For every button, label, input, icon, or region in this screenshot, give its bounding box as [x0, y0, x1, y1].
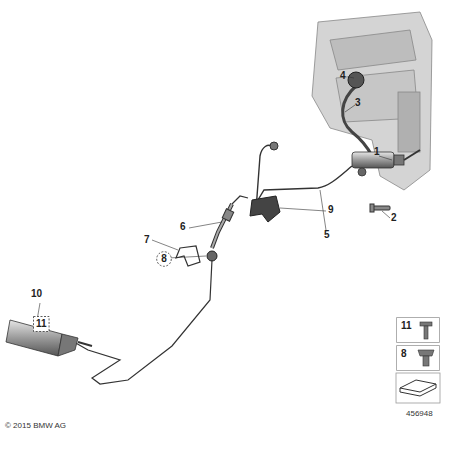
callout-number: 6 — [180, 222, 186, 232]
callout-number: 11 — [401, 321, 440, 331]
reservoir-hose — [343, 86, 372, 156]
bracket — [250, 196, 280, 222]
callout-number: 4 — [340, 71, 346, 81]
callout-frame: 11 — [33, 316, 50, 332]
grommet — [207, 251, 217, 261]
callout-number: 3 — [355, 98, 361, 108]
callout-number: 5 — [324, 230, 330, 240]
callout-number: 10 — [31, 289, 42, 299]
reservoir-cap — [348, 72, 364, 88]
callout-frame: 8 — [156, 251, 172, 267]
grommet — [270, 142, 278, 150]
callout-number: 8 — [401, 349, 440, 359]
copyright-note: © 2015 BMW AG — [5, 422, 66, 430]
pipe — [74, 260, 212, 384]
callout-number: 2 — [391, 213, 397, 223]
clutch-hose — [212, 196, 248, 248]
clutch-master-cylinder — [352, 150, 420, 176]
callout-number: 7 — [144, 235, 150, 245]
callout-number: 9 — [328, 205, 334, 215]
pedal-box — [312, 12, 432, 190]
leader-line — [36, 77, 392, 326]
legend-box — [396, 373, 440, 403]
callout-number: 1 — [374, 147, 380, 157]
callout-number: 11 — [36, 319, 47, 329]
sheet-icon — [400, 384, 436, 396]
diagram-number: 456948 — [406, 410, 433, 418]
hose-holder — [176, 246, 200, 266]
legend-box: 8 — [396, 345, 440, 371]
retaining-pin — [370, 204, 390, 212]
legend-box: 11 — [396, 317, 440, 343]
callout-number: 8 — [161, 254, 167, 264]
screw-icon — [418, 322, 434, 366]
